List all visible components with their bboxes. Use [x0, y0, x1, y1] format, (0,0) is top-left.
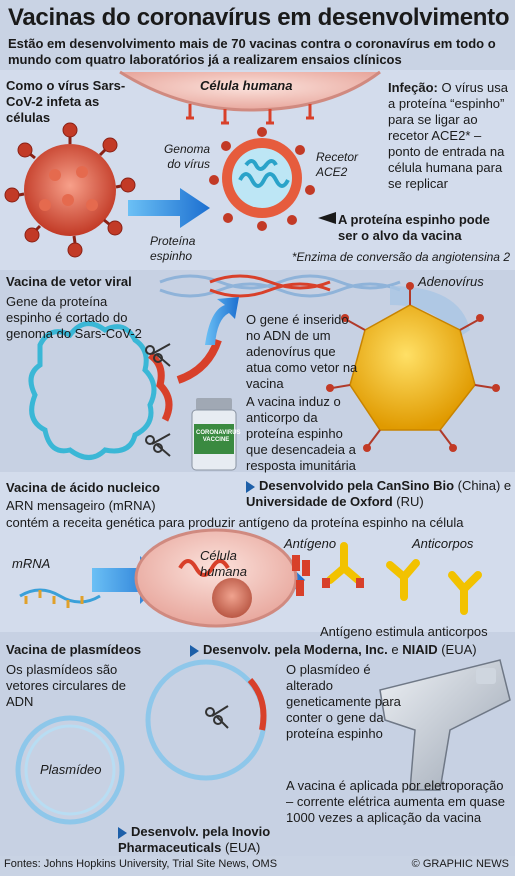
nucleic-cell-label: Célula humana [200, 548, 247, 579]
antigen-stimulates-text: Antígeno estimula anticorpos [320, 624, 488, 639]
antigen-label: Antígeno [284, 536, 337, 551]
nucleic-heading: Vacina de ácido nucleico [6, 480, 160, 495]
plasmid-intro: Os plasmídeos são vetores circulares de … [6, 662, 126, 709]
scissors-icon [145, 343, 171, 457]
ace2-receptors [186, 104, 314, 125]
human-cell-label: Célula humana [200, 78, 293, 93]
inovio-developer: Desenvolv. pela Inovio Pharmaceuticals (… [118, 824, 278, 856]
infection-info-text: O vírus usa a proteína “espinho” para se… [388, 80, 508, 191]
viral-vector-heading: Vacina de vetor viral [6, 274, 132, 289]
oxford-name: Universidade de Oxford [246, 494, 393, 509]
page-title: Vacinas do coronavírus em desenvolviment… [8, 4, 510, 31]
triangle-bullet-icon [246, 480, 255, 493]
virus-genome-illustration [209, 127, 315, 231]
infection-heading: Como o vírus Sars-CoV-2 infeta as célula… [6, 78, 126, 125]
plasmid-label: Plasmídeo [40, 762, 102, 777]
plasmid-altered-text: O plasmídeo é alterado geneticamente par… [286, 662, 401, 741]
mrna-line2: contém a receita genética para produzir … [6, 515, 464, 530]
developer-conjunction: e [503, 478, 512, 493]
mrna-label: mRNA [12, 556, 51, 571]
infection-info-heading: Infeção: [388, 80, 438, 95]
gene-transfer-arrow [205, 297, 239, 345]
cansino-name: Desenvolvido pela CanSino Bio [259, 478, 455, 493]
page-subtitle: Estão em desenvolvimento mais de 70 vaci… [8, 36, 496, 67]
spike-gene-text: Gene da proteína espinho é cortado do ge… [6, 294, 142, 341]
plasmid-scissors-icon [205, 705, 229, 729]
spike-protein-label: Proteína espinho [150, 234, 196, 263]
developer-conjunction: e [391, 642, 399, 657]
virus-genome-label: Genoma do vírus [163, 142, 210, 171]
infection-arrow [128, 188, 210, 228]
antibodies-label: Anticorpos [412, 536, 474, 551]
graphic-news-credit: © GRAPHIC NEWS [411, 858, 509, 870]
vial-label: CORONAVIRUS VACCINE [196, 430, 241, 443]
triangle-bullet-icon [118, 826, 127, 839]
moderna-country: (EUA) [441, 642, 477, 657]
electroporation-device [379, 659, 511, 791]
vaccine-vial [191, 398, 237, 471]
cell-nucleus [212, 578, 252, 618]
vaccine-target-text: A proteína espinho pode ser o alvo da va… [338, 212, 490, 243]
oxford-country: (RU) [396, 494, 424, 509]
antibodies [326, 542, 482, 615]
cansino-oxford-developer: Desenvolvido pela CanSino Bio (China) e … [246, 478, 512, 510]
adenovirus-label: Adenovírus [418, 274, 484, 289]
sars-cov-2-virus [4, 122, 136, 258]
niaid-name: NIAID [402, 642, 438, 657]
plasmid-heading: Vacina de plasmídeos [6, 642, 142, 657]
infection-info: Infeção: O vírus usa a proteína “espinho… [388, 80, 510, 192]
vaccine-induce-text: A vacina induz o anticorpo da proteína e… [246, 394, 356, 473]
inovio-name: Desenvolv. pela Inovio Pharmaceuticals [118, 824, 271, 855]
cansino-country: (China) [457, 478, 501, 493]
inovio-country: (EUA) [224, 840, 261, 855]
moderna-niaid-developer: Desenvolv. pela Moderna, Inc. e NIAID (E… [190, 642, 512, 658]
ace2-receptor-label: Recetor ACE2 [316, 150, 359, 179]
plasmid-circles [15, 659, 267, 825]
gene-insert-text: O gene é inserido no ADN de um adenovíru… [246, 312, 358, 391]
dna-strand [159, 274, 401, 298]
mrna-strand [19, 588, 101, 608]
mrna-line1: ARN mensageiro (mRNA) [6, 498, 156, 513]
antigen-proteins [292, 555, 310, 596]
sources: Fontes: Johns Hopkins University, Trial … [4, 858, 278, 870]
triangle-bullet-icon [190, 644, 199, 657]
adenovirus-illustration [326, 282, 500, 452]
ace2-footnote: *Enzima de conversão da angiotensina 2 [291, 250, 510, 264]
moderna-name: Desenvolv. pela Moderna, Inc. [203, 642, 388, 657]
human-cell [134, 528, 298, 628]
electroporation-text: A vacina é aplicada por eletroporação – … [286, 778, 505, 825]
